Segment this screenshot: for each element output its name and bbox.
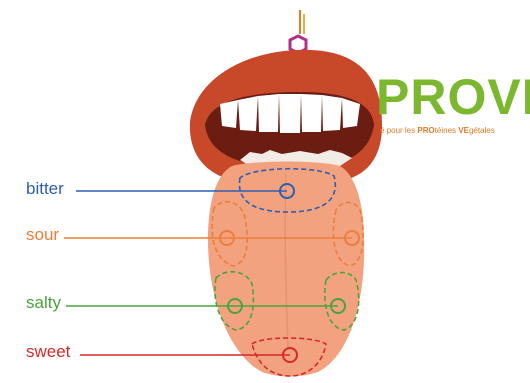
sweet-label: sweet [26,343,70,360]
logo-molecule-icon [290,10,306,53]
upper-teeth [220,94,360,133]
salty-label: salty [26,294,61,311]
logo-subtitle: é pour les PROtéines VEgétales [380,126,495,135]
tongue [208,162,364,377]
sour-label: sour [26,226,59,243]
bitter-label: bitter [26,180,64,197]
logo-wordmark: PROVE [376,72,530,122]
